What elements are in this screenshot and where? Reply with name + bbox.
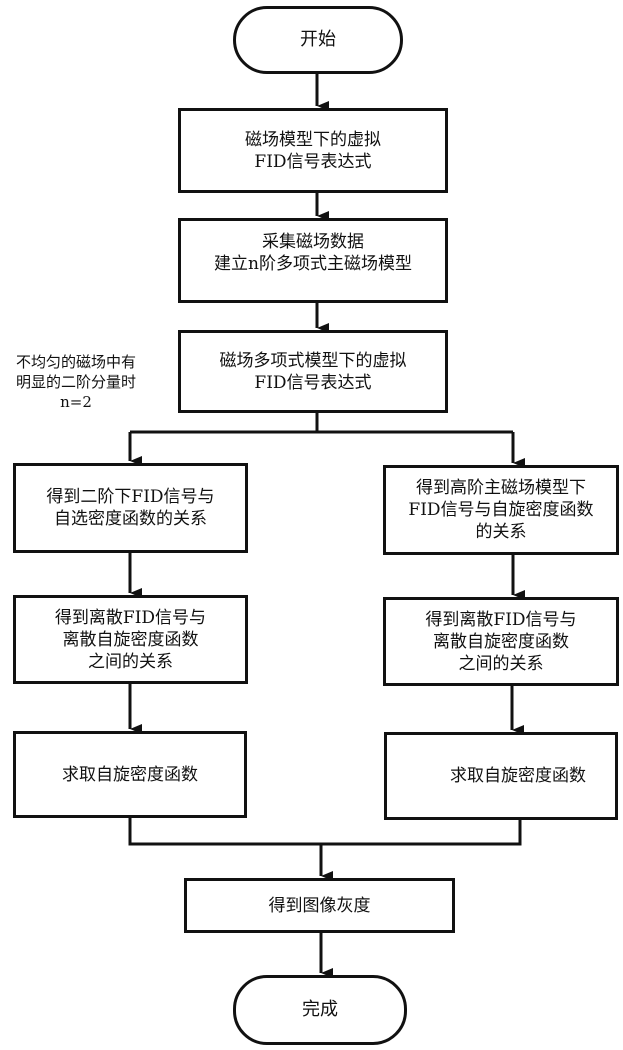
poly-virtual-fid-box: 磁场多项式模型下的虚拟 FID信号表达式 bbox=[178, 330, 448, 413]
left-discrete-box: 得到离散FID信号与 离散自旋密度函数 之间的关系 bbox=[13, 595, 248, 684]
right-discrete-box: 得到离散FID信号与 离散自旋密度函数 之间的关系 bbox=[383, 597, 619, 686]
left-relation-box: 得到二阶下FID信号与 自选密度函数的关系 bbox=[13, 463, 248, 553]
start-terminal: 开始 bbox=[233, 6, 403, 74]
second-order-annotation: 不均匀的磁场中有 明显的二阶分量时 n=2 bbox=[2, 352, 150, 412]
image-gray-box: 得到图像灰度 bbox=[184, 878, 455, 933]
collect-data-box: 采集磁场数据 建立n阶多项式主磁场模型 bbox=[178, 218, 448, 303]
right-relation-box: 得到高阶主磁场模型下 FID信号与自旋密度函数 的关系 bbox=[383, 465, 619, 555]
right-solve-box: 求取自旋密度函数 bbox=[384, 732, 618, 820]
merge-line bbox=[130, 818, 520, 844]
end-terminal: 完成 bbox=[233, 975, 407, 1045]
left-solve-box: 求取自旋密度函数 bbox=[13, 731, 247, 818]
virtual-fid-box: 磁场模型下的虚拟 FID信号表达式 bbox=[178, 108, 448, 193]
